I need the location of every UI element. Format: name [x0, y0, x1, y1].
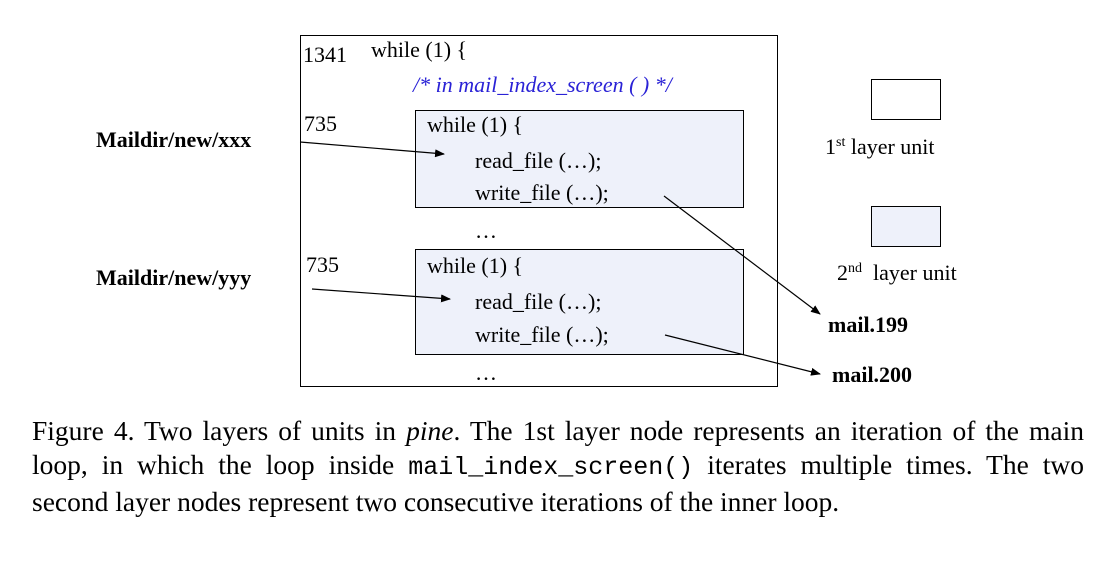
inner-1-read-call: read_file (…); — [475, 148, 602, 173]
first-layer-unit-box — [300, 35, 778, 387]
input-label-xxx: Maildir/new/xxx — [96, 127, 252, 152]
code-comment: /* in mail_index_screen ( ) */ — [413, 72, 672, 97]
caption-text-3: iterates multiple times. The two second … — [32, 449, 1084, 517]
legend-second-layer-swatch — [871, 206, 941, 247]
caption-text-2: . The 1st layer node represents an itera… — [32, 415, 1085, 480]
inner-1-line-number: 735 — [304, 111, 337, 136]
caption-code-function: mail_index_screen() — [408, 453, 694, 482]
figure-diagram: 1341 while (1) { /* in mail_index_screen… — [96, 35, 957, 387]
outer-line-number: 1341 — [303, 42, 347, 67]
inner-2-write-call: write_file (…); — [475, 322, 609, 347]
output-label-mail-200: mail.200 — [832, 362, 913, 387]
arrow-write-to-mail-200 — [664, 334, 821, 376]
input-label-yyy: Maildir/new/yyy — [96, 265, 252, 290]
flow-arrows — [299, 141, 821, 376]
inner-1-loop-code: while (1) { — [427, 112, 524, 137]
arrow-yyy-to-read — [311, 288, 451, 303]
second-layer-unit-box-2 — [415, 249, 744, 355]
outer-loop-code: while (1) { — [371, 37, 468, 62]
inner-2-read-call: read_file (…); — [475, 289, 602, 314]
figure-caption: Figure 4. Two layers of units in pine. T… — [32, 414, 1084, 519]
arrow-write-to-mail-199 — [663, 195, 821, 315]
arrow-xxx-to-read — [299, 141, 445, 158]
second-layer-unit-box-1 — [415, 110, 744, 208]
caption-text-1: Figure 4. Two layers of units in — [32, 415, 407, 446]
legend-first-layer-swatch — [871, 79, 941, 120]
caption-italic-pine: pine — [406, 415, 454, 446]
legend-second-layer-label: 2nd layer unit — [837, 260, 957, 285]
inner-1-write-call: write_file (…); — [475, 180, 609, 205]
ellipsis-2: … — [475, 360, 497, 385]
inner-2-loop-code: while (1) { — [427, 253, 524, 278]
legend-first-layer-label: 1st layer unit — [825, 134, 935, 159]
output-label-mail-199: mail.199 — [828, 312, 909, 337]
ellipsis-1: … — [475, 218, 497, 243]
inner-2-line-number: 735 — [306, 252, 339, 277]
